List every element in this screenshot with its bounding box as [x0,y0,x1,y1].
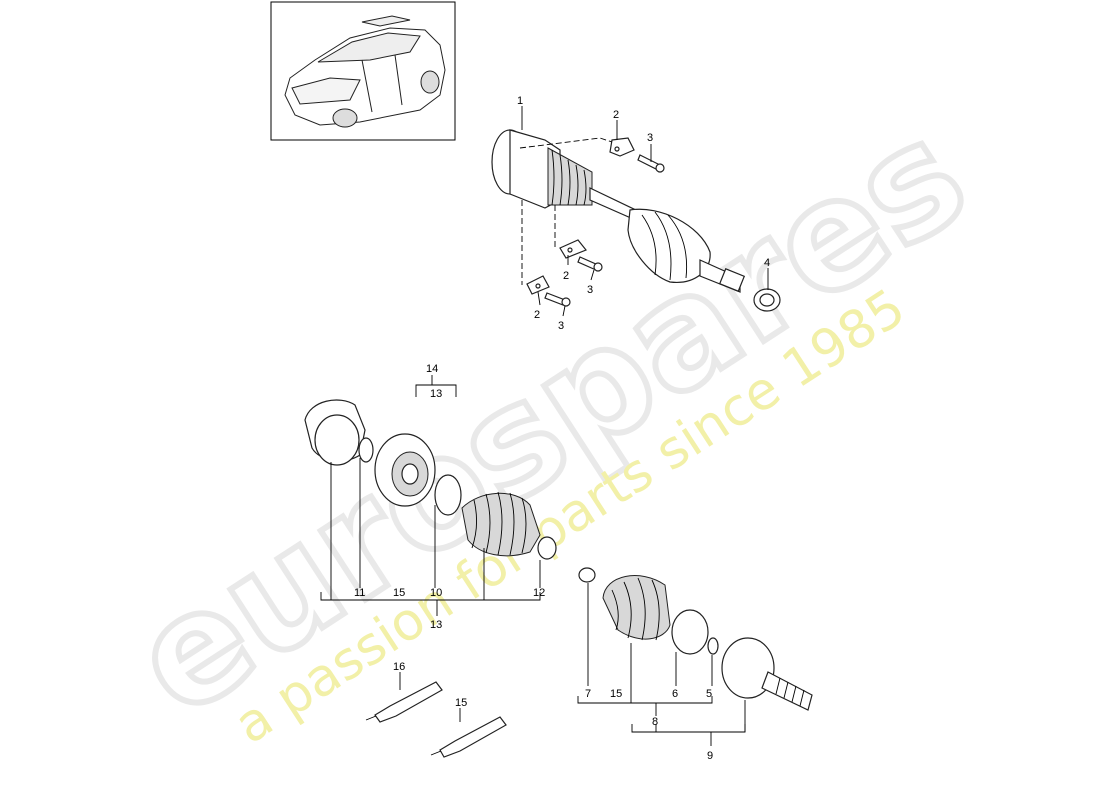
grease-tube-15 [430,716,507,758]
bracket-mid [559,239,587,259]
callout-15b: 15 [610,688,622,700]
callout-14: 14 [426,363,438,375]
bolt-low [544,292,571,307]
circlip-outer [707,637,719,655]
callout-13a: 13 [430,388,442,400]
callout-10: 10 [430,587,442,599]
callout-2c: 2 [534,309,540,321]
clamp-large [434,474,462,516]
callout-4: 4 [764,257,770,269]
bolt-mid [577,256,603,272]
grease-tube-16 [365,681,443,723]
nut [753,288,781,312]
callout-3b: 3 [587,284,593,296]
callout-8: 8 [652,716,658,728]
inner-cap [304,399,366,466]
outer-joint [721,637,813,711]
inner-joint [374,433,436,507]
callout-9: 9 [707,750,713,762]
callout-7: 7 [585,688,591,700]
bracket-low [526,275,550,295]
clamp-outer-small [578,567,596,583]
callout-15a: 15 [393,587,405,599]
callout-2b: 2 [563,270,569,282]
callout-16: 16 [393,661,405,673]
bracket-top [609,137,635,157]
boot-inner [461,491,541,557]
clamp-small [537,536,557,560]
callout-11: 11 [354,587,365,599]
callout-labels: 1 2 3 2 3 2 3 4 14 13 11 15 10 12 13 7 1… [354,95,770,762]
vehicle-thumbnail [270,1,456,141]
callout-5: 5 [706,688,712,700]
callout-6: 6 [672,688,678,700]
boot-outer [602,575,671,641]
car-icon [284,15,446,128]
bolt-top [637,154,665,173]
callout-3a: 3 [647,132,653,144]
callout-13b: 13 [430,619,442,631]
callout-12: 12 [533,587,545,599]
clamp-outer-large [671,609,709,655]
circlip-inner [358,437,374,463]
callout-2a: 2 [613,109,619,121]
leader-lines [320,106,769,746]
drive-shaft-assembly [491,129,746,293]
callout-1: 1 [517,95,523,107]
callout-15c: 15 [455,697,467,709]
connector-lines-upper [519,137,613,285]
callout-3c: 3 [558,320,564,332]
